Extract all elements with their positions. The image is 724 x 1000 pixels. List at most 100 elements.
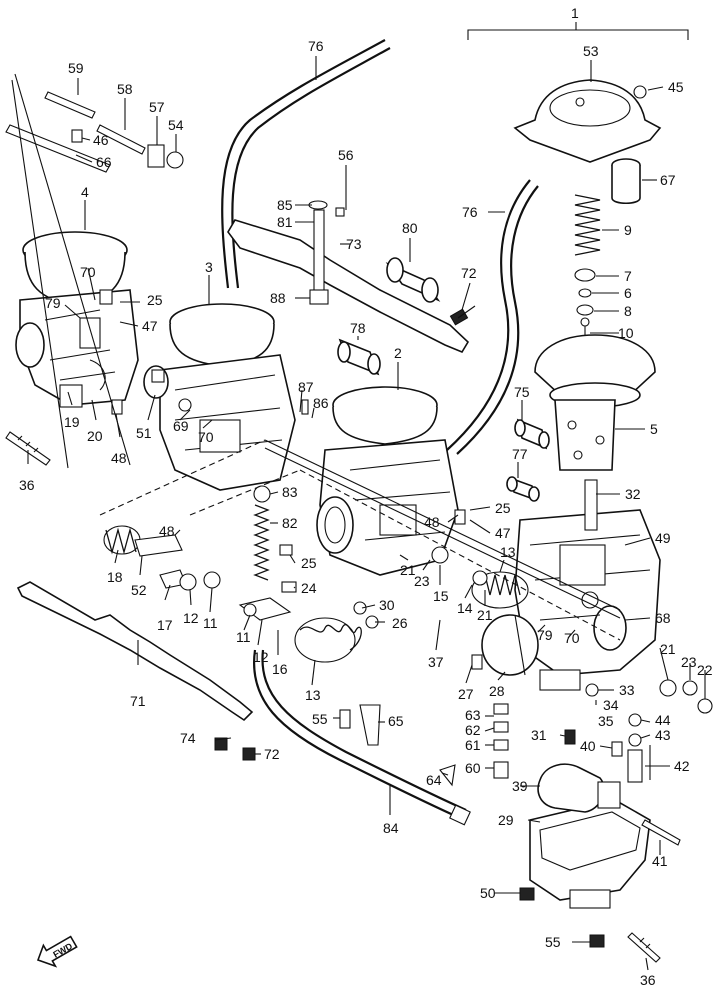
float-bowl-29 (529, 799, 651, 909)
callout-4: 4 (81, 184, 89, 200)
callout-43: 43 (655, 727, 671, 743)
screw-36-bottom (627, 932, 661, 963)
plate-28 (481, 614, 539, 676)
callout-9: 9 (624, 222, 632, 238)
front-arrow-icon: FWD (36, 935, 78, 968)
callout-19: 19 (64, 414, 80, 430)
fitting-78 (337, 338, 381, 376)
lever-parts-left (134, 534, 292, 621)
callout-86: 86 (313, 395, 329, 411)
callout-87: 87 (298, 379, 314, 395)
guide-lines (11, 73, 621, 641)
callout-23a: 23 (414, 573, 430, 589)
callout-81: 81 (277, 214, 293, 230)
callout-88: 88 (270, 290, 286, 306)
callout-45: 45 (668, 79, 684, 95)
vent-hose-right (446, 179, 539, 455)
callout-8: 8 (624, 303, 632, 319)
callout-66: 66 (96, 154, 112, 170)
callout-62: 62 (465, 722, 481, 738)
callout-13b: 13 (500, 544, 516, 560)
callout-48c: 48 (424, 514, 440, 530)
callout-83: 83 (282, 484, 298, 500)
callout-11b: 11 (203, 615, 218, 631)
callout-46: 46 (93, 132, 109, 148)
carburetor-2 (316, 386, 459, 576)
callout-11a: 11 (236, 629, 251, 645)
callout-84: 84 (383, 820, 399, 836)
callout-7: 7 (624, 268, 632, 284)
callout-59: 59 (68, 60, 84, 76)
callout-72b: 72 (264, 746, 280, 762)
callout-76b: 76 (462, 204, 478, 220)
callout-78: 78 (350, 320, 366, 336)
callout-60: 60 (465, 760, 481, 776)
callout-35: 35 (598, 713, 614, 729)
callout-47a: 47 (142, 318, 158, 334)
callout-69: 69 (173, 418, 189, 434)
callout-41: 41 (652, 853, 668, 869)
callout-28: 28 (489, 683, 505, 699)
callout-63: 63 (465, 707, 481, 723)
callout-17: 17 (157, 617, 173, 633)
callout-57: 57 (149, 99, 165, 115)
callout-18: 18 (107, 569, 123, 585)
carburetor-1-body (514, 509, 661, 691)
callout-22: 22 (697, 662, 713, 678)
callout-67: 67 (660, 172, 676, 188)
callout-16: 16 (272, 661, 288, 677)
callout-54: 54 (168, 117, 184, 133)
piston-diaphragm-5 (534, 334, 656, 471)
callout-42: 42 (674, 758, 690, 774)
top-cap-53 (513, 79, 662, 163)
callout-33: 33 (619, 682, 635, 698)
callout-79a: 79 (45, 295, 61, 311)
callout-55a: 55 (312, 711, 328, 727)
callout-82: 82 (282, 515, 298, 531)
callout-73: 73 (346, 236, 362, 252)
callout-44: 44 (655, 712, 671, 728)
callout-64: 64 (426, 772, 442, 788)
callout-65: 65 (388, 713, 404, 729)
callout-3: 3 (205, 259, 213, 275)
callout-34: 34 (603, 697, 619, 713)
jet-stack (493, 703, 509, 779)
callout-68: 68 (655, 610, 671, 626)
callout-1: 1 (571, 5, 579, 21)
rod-81 (308, 200, 329, 305)
spring-9 (574, 194, 601, 256)
callout-5: 5 (650, 421, 658, 437)
leader-lines (27, 56, 706, 971)
callout-29: 29 (498, 812, 514, 828)
bracket-plate (227, 219, 470, 354)
callout-25c: 25 (495, 500, 511, 516)
callout-25a: 25 (147, 292, 163, 308)
callout-25b: 25 (301, 555, 317, 571)
callout-31: 31 (531, 727, 547, 743)
callout-10: 10 (618, 325, 634, 341)
small-fasteners (5, 85, 713, 948)
callout-58: 58 (117, 81, 133, 97)
callout-37: 37 (428, 654, 444, 670)
callout-39: 39 (512, 778, 528, 794)
callout-47b: 47 (495, 525, 511, 541)
callout-20: 20 (87, 428, 103, 444)
spring-82 (253, 504, 270, 581)
callout-2: 2 (394, 345, 402, 361)
callout-6: 6 (624, 285, 632, 301)
callout-21b: 21 (477, 607, 493, 623)
callout-50: 50 (480, 885, 496, 901)
callout-32: 32 (625, 486, 641, 502)
float-39 (537, 763, 621, 813)
spring-13-left (294, 617, 362, 663)
carburetor-4 (15, 231, 139, 408)
callout-70b: 70 (198, 429, 214, 445)
carburetor-3 (143, 303, 296, 491)
callout-36a: 36 (19, 477, 35, 493)
callout-26: 26 (392, 615, 408, 631)
callout-27: 27 (458, 686, 474, 702)
fitting-77 (506, 476, 540, 502)
callout-77: 77 (512, 446, 528, 462)
throttle-cable (252, 649, 471, 826)
